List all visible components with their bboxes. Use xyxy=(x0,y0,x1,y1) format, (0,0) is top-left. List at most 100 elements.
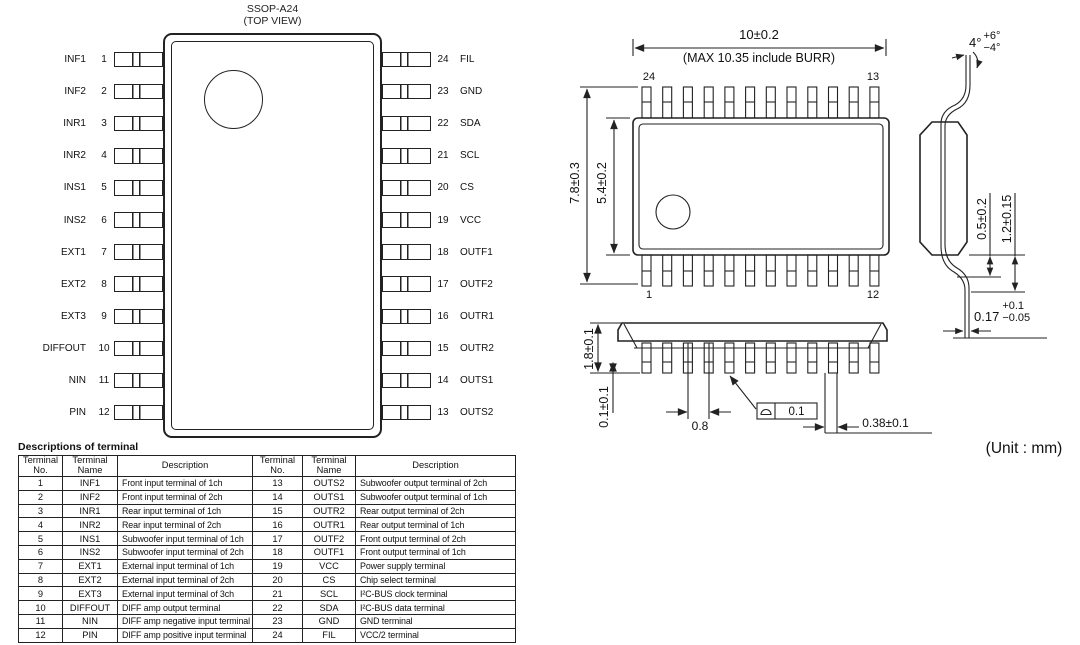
terminal-name-cell: OUTR2 xyxy=(303,504,356,519)
pin-lead-symbol xyxy=(114,180,163,196)
terminal-desc-cell: Front output terminal of 1ch xyxy=(356,545,516,560)
terminal-no-cell: 16 xyxy=(253,518,303,533)
pin-number-label: 23 xyxy=(437,86,449,98)
dim-height-outer: 7.8±0.3 xyxy=(568,162,582,204)
dim-burr-note: (MAX 10.35 include BURR) xyxy=(682,51,836,65)
terminal-no-cell: 19 xyxy=(253,559,303,574)
terminal-no-cell: 14 xyxy=(253,490,303,505)
terminal-desc-cell: Front input terminal of 1ch xyxy=(118,477,253,491)
terminal-name-cell: SDA xyxy=(303,601,356,615)
pin-number-label: 12 xyxy=(98,407,110,419)
terminal-desc-cell: I²C-BUS clock terminal xyxy=(356,587,516,602)
terminal-desc-cell: Rear input terminal of 1ch xyxy=(118,504,253,519)
pin-lead-symbol xyxy=(382,212,431,228)
pin-name-label: INR2 xyxy=(63,150,86,162)
pin-lead-symbol xyxy=(114,51,163,68)
pin-lead-symbol xyxy=(382,276,431,292)
side-leads-row xyxy=(641,342,880,374)
corner-pin-24: 24 xyxy=(642,71,656,83)
pin-number-label: 8 xyxy=(101,278,107,290)
seating-plane-symbol xyxy=(760,409,772,416)
terminal-desc-cell: External input terminal of 3ch xyxy=(118,587,253,602)
terminal-name-cell: CS xyxy=(303,573,356,588)
pin-lead-symbol xyxy=(114,308,163,325)
terminal-no-cell: 24 xyxy=(253,628,303,643)
dim-angle-tolerance: +6° −4° xyxy=(983,30,1001,54)
terminal-name-cell: EXT2 xyxy=(63,573,118,588)
package-title: SSOP-A24 (TOP VIEW) xyxy=(163,3,382,27)
package-top-view-drawing xyxy=(580,39,890,287)
pin-name-label: FIL xyxy=(460,54,475,65)
corner-pin-12: 12 xyxy=(866,289,880,301)
terminal-name-cell: EXT3 xyxy=(63,587,118,602)
terminal-no-cell: 8 xyxy=(19,573,63,588)
terminal-no-cell: 4 xyxy=(19,518,63,533)
table-title: Descriptions of terminal xyxy=(18,441,139,453)
pin-lead-symbol xyxy=(114,372,163,389)
terminal-name-cell: OUTS2 xyxy=(303,477,356,491)
terminal-no-cell: 17 xyxy=(253,532,303,546)
terminal-no-cell: 13 xyxy=(253,477,303,491)
pin-name-label: OUTR1 xyxy=(460,310,494,322)
pin-name-label: PIN xyxy=(69,407,86,419)
dim-lead-thickness-group: 0.17 +0.1 −0.05 xyxy=(974,300,1031,324)
terminal-desc-cell: Subwoofer output terminal of 2ch xyxy=(356,477,516,491)
terminal-desc-cell: Rear output terminal of 2ch xyxy=(356,504,516,519)
package-side-view-drawing xyxy=(590,322,932,434)
terminal-name-cell: OUTF1 xyxy=(303,545,356,560)
dim-lead-width: 0.38±0.1 xyxy=(862,416,909,430)
pin-lead-symbol xyxy=(382,51,431,68)
terminal-name-cell: EXT1 xyxy=(63,559,118,574)
pin-number-label: 4 xyxy=(101,150,107,162)
terminal-desc-cell: I²C-BUS data terminal xyxy=(356,601,516,615)
dim-thickness-tolerance: +0.1 −0.05 xyxy=(1002,300,1031,324)
terminal-desc-cell: DIFF amp positive input terminal xyxy=(118,628,253,643)
pin-number-label: 9 xyxy=(101,310,107,322)
dim-lead-length: 1.2±0.15 xyxy=(1000,194,1014,244)
terminal-desc-cell: Subwoofer output terminal of 1ch xyxy=(356,490,516,505)
pin-lead-symbol xyxy=(382,244,431,260)
corner-pin-1: 1 xyxy=(645,289,653,301)
terminal-name-cell: INF1 xyxy=(63,477,118,491)
pin-name-label: INR1 xyxy=(63,118,86,130)
pin-lead-symbol xyxy=(382,372,431,389)
terminal-no-cell: 10 xyxy=(19,601,63,615)
dim-lead-angle: 4° xyxy=(969,35,982,50)
pin-lead-symbol xyxy=(114,212,163,228)
pin-name-label: EXT2 xyxy=(60,278,86,290)
pin-name-label: OUTF2 xyxy=(460,278,493,290)
package-view-label: (TOP VIEW) xyxy=(243,15,302,27)
pin-lead-symbol xyxy=(114,115,163,132)
dim-seating-flatness: 0.1 xyxy=(788,406,805,418)
pin-number-label: 11 xyxy=(98,375,110,386)
pin-name-label: DIFFOUT xyxy=(42,342,86,354)
pin-row-12-pin: PIN 12 xyxy=(20,404,163,421)
terminal-name-cell: SCL xyxy=(303,587,356,602)
chip-body-inner xyxy=(171,41,374,430)
terminal-name-cell: INF2 xyxy=(63,490,118,505)
terminal-desc-cell: VCC/2 terminal xyxy=(356,628,516,643)
terminal-no-cell: 6 xyxy=(19,545,63,560)
pin-lead-symbol xyxy=(114,244,163,260)
pin-lead-symbol xyxy=(382,340,431,357)
pin-number-label: 19 xyxy=(437,214,449,226)
terminal-desc-cell: External input terminal of 2ch xyxy=(118,573,253,588)
terminal-no-cell: 5 xyxy=(19,532,63,546)
terminal-desc-cell: External input terminal of 1ch xyxy=(118,559,253,574)
terminal-name-cell: PIN xyxy=(63,628,118,643)
pin-lead-symbol xyxy=(114,276,163,292)
